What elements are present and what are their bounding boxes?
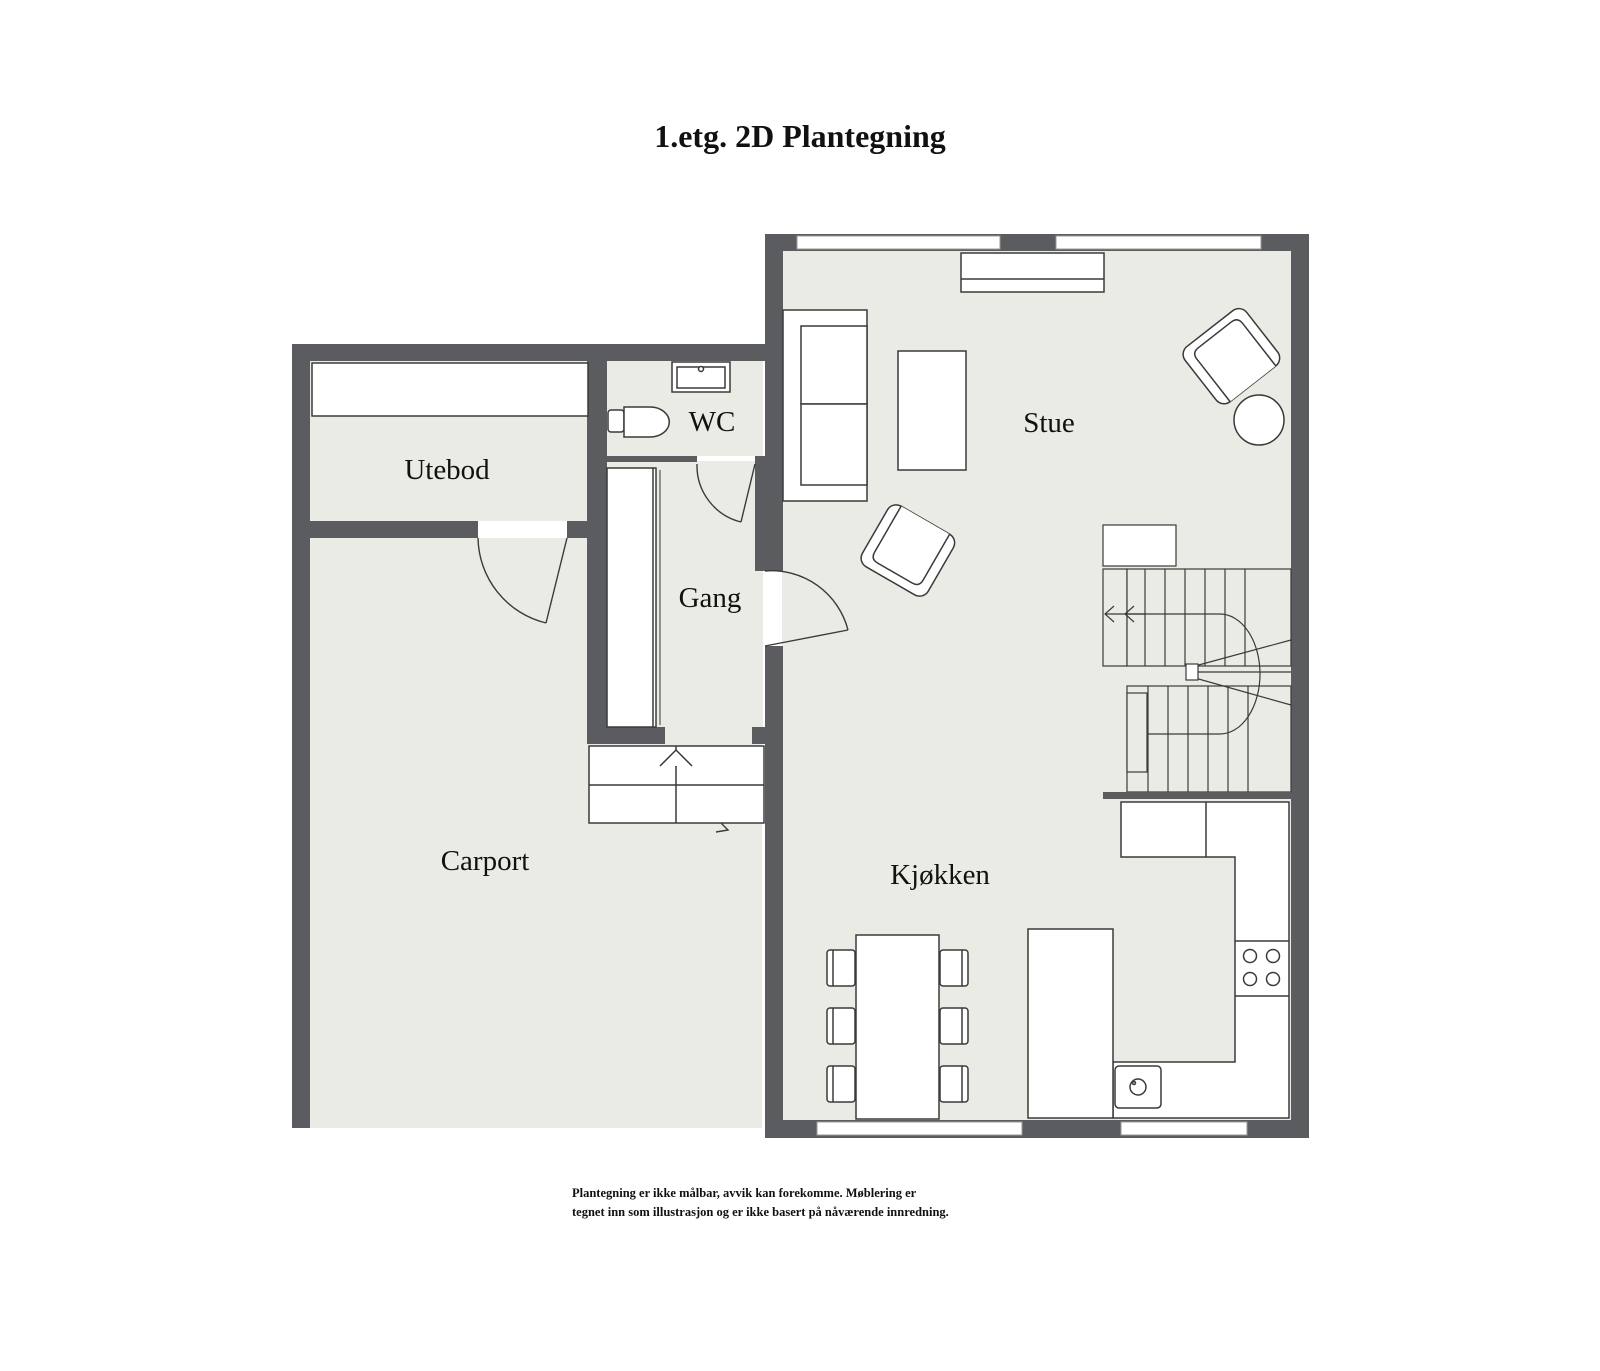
- coffee-table: [897, 350, 967, 471]
- kitchen-sink: [1114, 1065, 1162, 1109]
- windows: [796, 235, 1262, 1136]
- door-wc: [696, 463, 756, 523]
- room-label-carport: Carport: [441, 845, 530, 877]
- tv-bench: [960, 252, 1105, 293]
- window-top-right: [1055, 235, 1262, 250]
- kitchen-island: [1027, 928, 1114, 1119]
- door-outside-swing: [715, 821, 730, 833]
- wc-toilet: [607, 406, 670, 438]
- doors: [477, 463, 849, 833]
- stair-wall-bottom: [1103, 792, 1291, 799]
- entrance-steps: [588, 745, 765, 824]
- window-bottom-left: [816, 1121, 1023, 1136]
- room-labels: Stue WC Utebod Gang Carport Kjøkken: [404, 406, 1074, 891]
- gang-wardrobe: [606, 467, 661, 728]
- room-label-stue: Stue: [1023, 407, 1075, 439]
- window-bottom-right: [1120, 1121, 1248, 1136]
- wc-sink: [671, 361, 731, 393]
- dining-chairs: [826, 949, 969, 1103]
- room-label-utebod: Utebod: [404, 454, 490, 486]
- window-top-left: [796, 235, 1001, 250]
- cooktop: [1242, 948, 1281, 987]
- staircase: [1102, 524, 1292, 793]
- room-label-wc: WC: [689, 406, 736, 438]
- disclaimer-note: Plantegning er ikke målbar, avvik kan fo…: [572, 1184, 1132, 1222]
- sofa: [782, 309, 868, 502]
- armchair-left: [860, 504, 956, 597]
- armchair-top: [1182, 307, 1281, 405]
- room-label-gang: Gang: [679, 582, 742, 614]
- plan-title: 1.etg. 2D Plantegning: [654, 118, 946, 154]
- furniture: [311, 252, 1292, 1120]
- room-label-kjokken: Kjøkken: [890, 859, 990, 891]
- floor-carport: [310, 538, 762, 1128]
- disclaimer-line-2: tegnet inn som illustrasjon og er ikke b…: [572, 1205, 949, 1219]
- door-utebod: [477, 537, 568, 624]
- dining-table: [855, 934, 940, 1120]
- side-table: [1233, 394, 1285, 446]
- utebod-shelf: [311, 362, 589, 417]
- disclaimer-line-1: Plantegning er ikke målbar, avvik kan fo…: [572, 1186, 917, 1200]
- door-gang-stue: [764, 570, 849, 647]
